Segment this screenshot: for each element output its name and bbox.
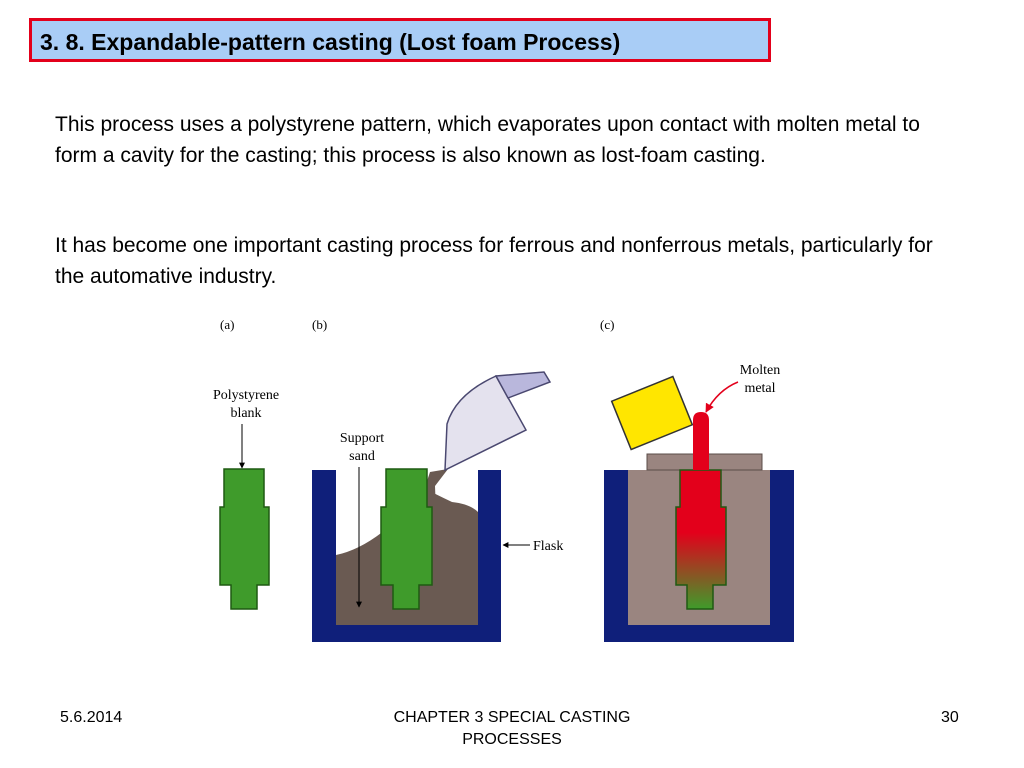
flask-b [312,470,501,642]
label-blank: blank [230,406,261,421]
footer-page-number: 30 [941,709,959,726]
paragraph-2: It has become one important casting proc… [55,234,933,288]
arrow-molten-metal [705,381,739,413]
paragraph-1: This process uses a polystyrene pattern,… [55,113,920,167]
panel-b-label: (b) [312,317,327,332]
footer-chapter-line2: PROCESSES [462,731,562,748]
label-molten: Molten [740,363,780,378]
ladle [610,375,694,451]
title-box: 3. 8. Expandable-pattern casting (Lost f… [29,18,771,62]
label-flask: Flask [533,539,563,554]
footer-date: 5.6.2014 [60,709,123,726]
label-support: Support [340,431,384,446]
lost-foam-figure: (a) (b) (c) Polystyrene blank Support sa… [213,317,794,642]
panel-a-label: (a) [220,317,234,332]
label-polystyrene: Polystyrene [213,388,279,403]
metal-evaporating-pattern [675,469,727,610]
flask-c [604,470,794,642]
sand-pour-stream [426,469,448,512]
label-sand: sand [349,449,375,464]
label-metal: metal [744,381,775,396]
slide-title: 3. 8. Expandable-pattern casting (Lost f… [40,29,621,55]
footer-chapter: CHAPTER 3 SPECIAL CASTING PROCESSES [362,707,662,751]
polystyrene-pattern-b [380,468,433,610]
footer-chapter-line1: CHAPTER 3 SPECIAL CASTING [393,709,631,726]
polystyrene-pattern-a [219,468,270,610]
molten-metal-stream [693,412,709,470]
scoop-handle [494,371,552,399]
panel-c-label: (c) [600,317,614,332]
